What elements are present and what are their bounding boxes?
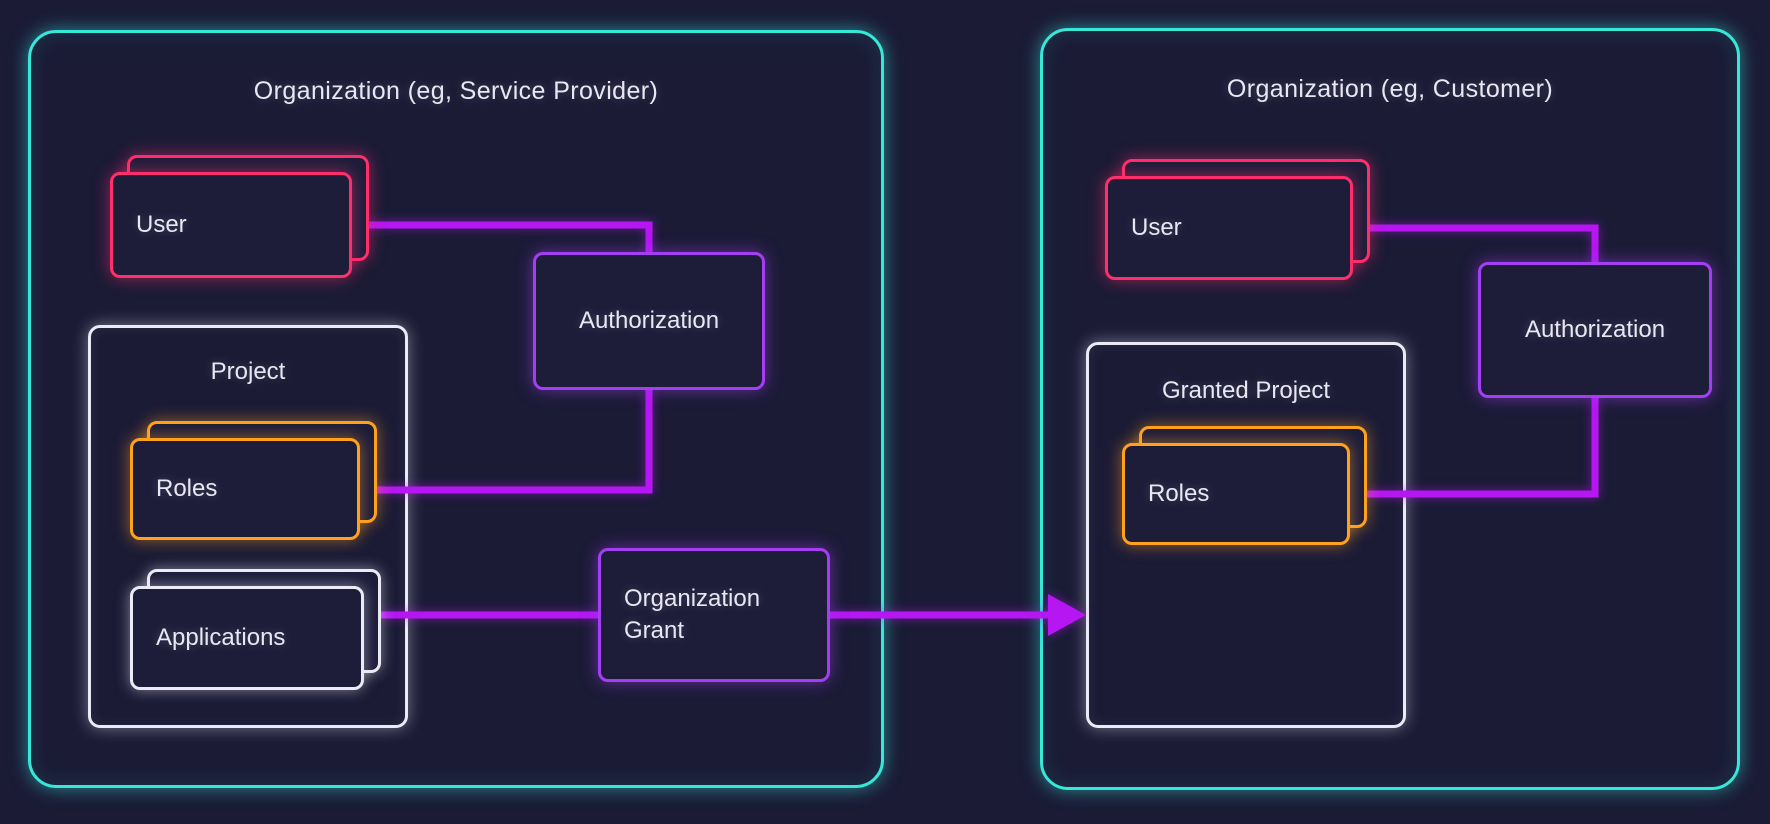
grant-arrowhead-icon [1048, 594, 1086, 636]
authorization-card [533, 252, 765, 390]
connector-user-authorization-right [1353, 224, 1599, 265]
organization-service-provider: Organization (eg, Service Provider) [28, 30, 884, 788]
authorization-node-service-provider: Authorization [533, 252, 765, 390]
user-card-front [1105, 176, 1353, 280]
roles-node-customer: Roles [1122, 426, 1367, 545]
authorization-label: Authorization [1524, 316, 1666, 344]
user-card-front [110, 172, 352, 278]
project-container: Project [88, 325, 408, 728]
organization-grant-label: Organization Grant [624, 585, 761, 644]
organization-customer-title: Organization (eg, Customer) [1226, 75, 1554, 103]
authorization-label: Authorization [578, 307, 720, 335]
applications-label: Applications [156, 624, 286, 652]
user-node-customer: User [1105, 159, 1370, 280]
granted-project-container: Granted Project [1086, 342, 1406, 728]
roles-card-front [1122, 443, 1350, 545]
organization-grant-card [598, 548, 830, 682]
organization-customer: Organization (eg, Customer) [1040, 28, 1740, 790]
roles-card-front [130, 438, 360, 540]
granted-project-title: Granted Project [1161, 377, 1331, 404]
connector-authorization-roles-left [364, 390, 653, 494]
authorization-node-customer: Authorization [1478, 262, 1712, 398]
roles-label: Roles [1148, 480, 1210, 508]
authorization-card [1478, 262, 1712, 398]
user-label: User [1131, 214, 1182, 242]
applications-node: Applications [130, 569, 381, 690]
user-label: User [136, 211, 187, 239]
roles-label: Roles [156, 475, 218, 503]
project-title: Project [210, 358, 286, 385]
organization-service-provider-title: Organization (eg, Service Provider) [253, 77, 659, 105]
roles-node-service-provider: Roles [130, 421, 377, 540]
connector-user-authorization-left [352, 221, 653, 255]
user-node-service-provider: User [110, 155, 369, 278]
organization-grant-node: Organization Grant [598, 548, 830, 682]
applications-card-front [130, 586, 364, 690]
connector-authorization-roles-right [1367, 398, 1599, 498]
